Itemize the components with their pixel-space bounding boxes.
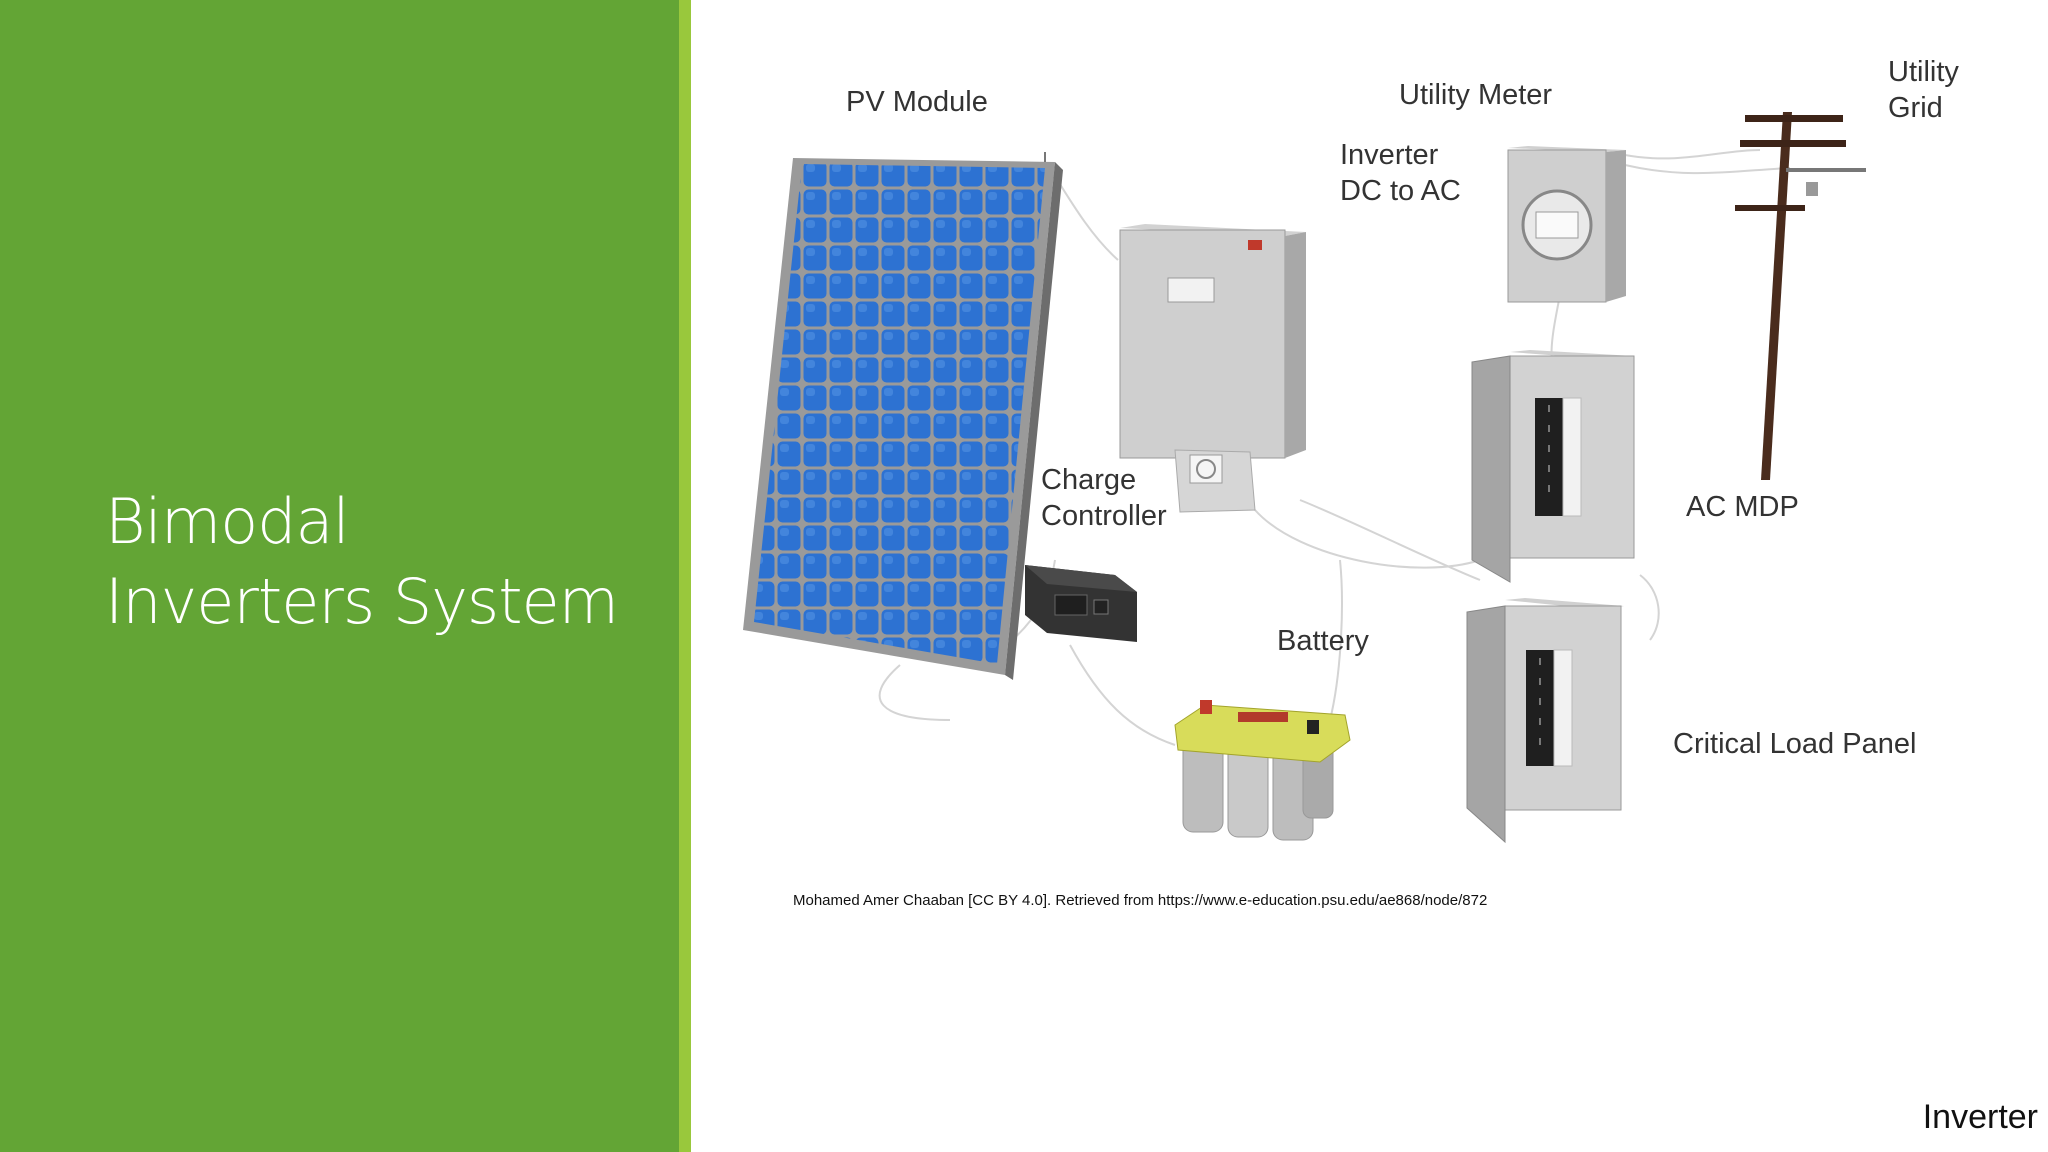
slide-title: Bimodal Inverters System [105,482,665,642]
label-critical-load-panel: Critical Load Panel [1673,728,1916,760]
pv-module-graphic [743,152,1063,680]
battery-graphic [1174,700,1351,841]
image-credit-caption: Mohamed Amer Chaaban [CC BY 4.0]. Retrie… [793,892,1488,909]
label-utility-meter: Utility Meter [1399,79,1552,111]
critical-load-panel-graphic [1466,598,1624,844]
label-charge-controller-line1: Charge [1041,464,1136,496]
label-charge-controller-line2: Controller [1041,500,1167,532]
footer-section-label: Inverter [1922,1098,2038,1136]
label-battery: Battery [1277,625,1369,657]
title-panel [0,0,679,1152]
accent-bar [679,0,691,1152]
label-utility-grid-line1: Utility [1888,56,1959,88]
slide-title-line1: Bimodal [105,485,350,558]
label-inverter-line1: Inverter [1340,139,1439,171]
charge-controller-graphic [1025,565,1137,642]
label-inverter-line2: DC to AC [1340,175,1461,207]
ac-mdp-graphic [1471,350,1635,583]
utility-pole-graphic [1735,112,1866,480]
utility-meter-graphic [1507,146,1626,303]
label-pv-module: PV Module [846,86,988,118]
system-diagram: PV Module Utility Meter Utility Grid Inv… [743,56,1959,844]
label-ac-mdp: AC MDP [1686,491,1799,523]
inverter-graphic [1119,224,1306,513]
slide-title-line2: Inverters System [105,565,619,638]
label-utility-grid-line2: Grid [1888,92,1943,124]
